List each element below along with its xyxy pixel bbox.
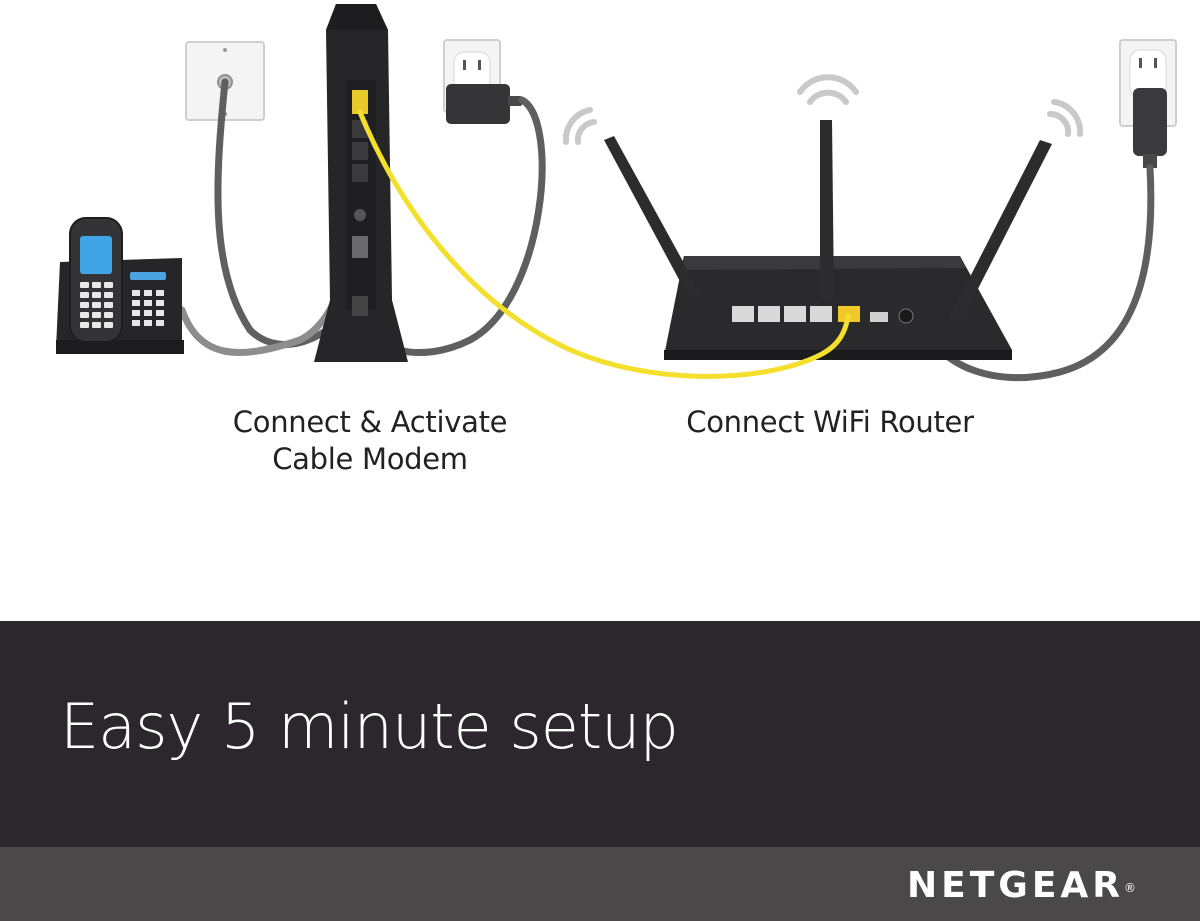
power-plug-router bbox=[1133, 88, 1167, 168]
banner-title: Easy 5 minute setup bbox=[60, 690, 679, 763]
cable-modem-illustration bbox=[314, 4, 408, 362]
setup-diagram: Connect & Activate Cable Modem Connect W… bbox=[56, 4, 1177, 478]
brand-logo: NETGEAR® bbox=[907, 864, 1136, 908]
caption-modem-line1: Connect & Activate bbox=[232, 405, 508, 439]
power-adapter-modem bbox=[446, 84, 522, 124]
caption-router: Connect WiFi Router bbox=[686, 405, 974, 439]
caption-modem: Connect & Activate Cable Modem bbox=[185, 404, 555, 478]
caption-modem-line2: Cable Modem bbox=[272, 442, 468, 476]
setup-banner bbox=[0, 621, 1200, 847]
phone-illustration bbox=[56, 217, 184, 354]
wifi-signal-icons bbox=[562, 74, 1084, 145]
brand-name: NETGEAR bbox=[907, 865, 1124, 906]
ethernet-cable bbox=[357, 109, 851, 379]
registered-mark: ® bbox=[1124, 881, 1136, 895]
wifi-router-illustration bbox=[604, 120, 1052, 360]
setup-illustration bbox=[56, 4, 1177, 382]
brand-footer bbox=[0, 847, 1200, 921]
